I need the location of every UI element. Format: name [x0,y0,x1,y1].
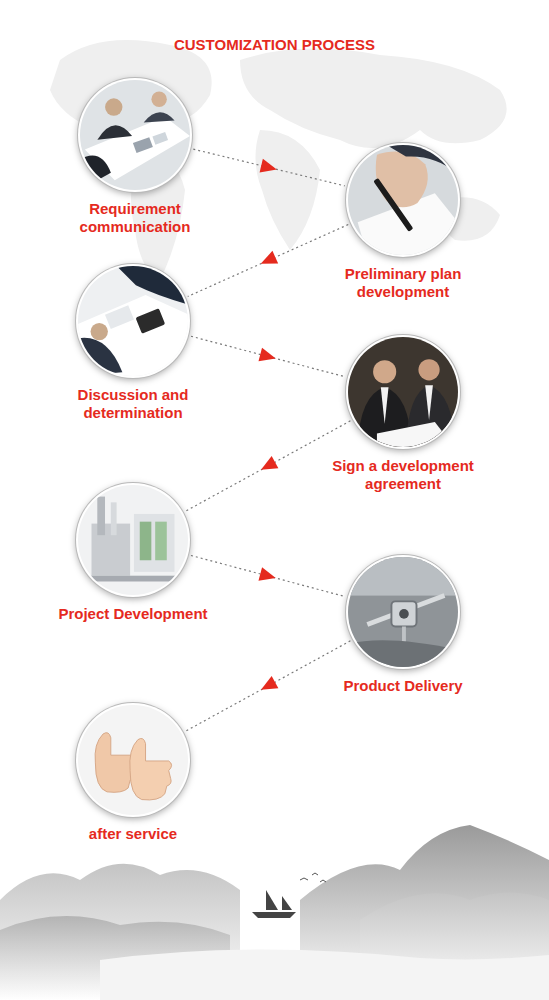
connector-line [191,336,345,376]
circle-photo [348,145,458,255]
dotted-connector [193,149,344,186]
circle-photo [348,337,458,447]
step-label: Project Development [43,605,223,623]
process-circle: Product Delivery [346,555,460,669]
dotted-connector [191,555,345,596]
connector-line [193,149,344,186]
circle-photo [80,80,190,190]
connector-line [186,421,351,511]
arrow-head [260,159,277,173]
world-map [50,40,507,280]
process-circle: Discussion and determination [76,264,190,378]
arrow-head [261,456,278,470]
sail-boat [252,873,326,918]
circle-photo [78,266,188,376]
arrow-head [261,251,278,264]
process-circle: Requirement communication [78,78,192,192]
process-circle: after service [76,703,190,817]
dotted-connector [188,225,348,297]
step-label: Requirement communication [60,200,210,236]
process-circle: Preliminary plan development [346,143,460,257]
dotted-connector [191,336,345,376]
step-label: Sign a development agreement [318,457,488,493]
process-circle: Sign a development agreement [346,335,460,449]
circle-photo [78,705,188,815]
arrow-head [261,676,278,690]
dotted-connector [186,421,351,511]
step-label: Product Delivery [323,677,483,695]
connector-line [186,641,351,731]
arrow-head [258,348,275,362]
diagram-title: CUSTOMIZATION PROCESS [0,36,549,53]
circle-photo [348,557,458,667]
connector-line [191,555,345,596]
dotted-connector [186,641,351,731]
step-label: Discussion and determination [58,386,208,422]
ink-mountains [0,825,549,1000]
arrow-head [258,567,275,581]
connector-line [188,225,348,297]
step-label: Preliminary plan development [328,265,478,301]
process-circle: Project Development [76,483,190,597]
step-label: after service [58,825,208,843]
circle-photo [78,485,188,595]
